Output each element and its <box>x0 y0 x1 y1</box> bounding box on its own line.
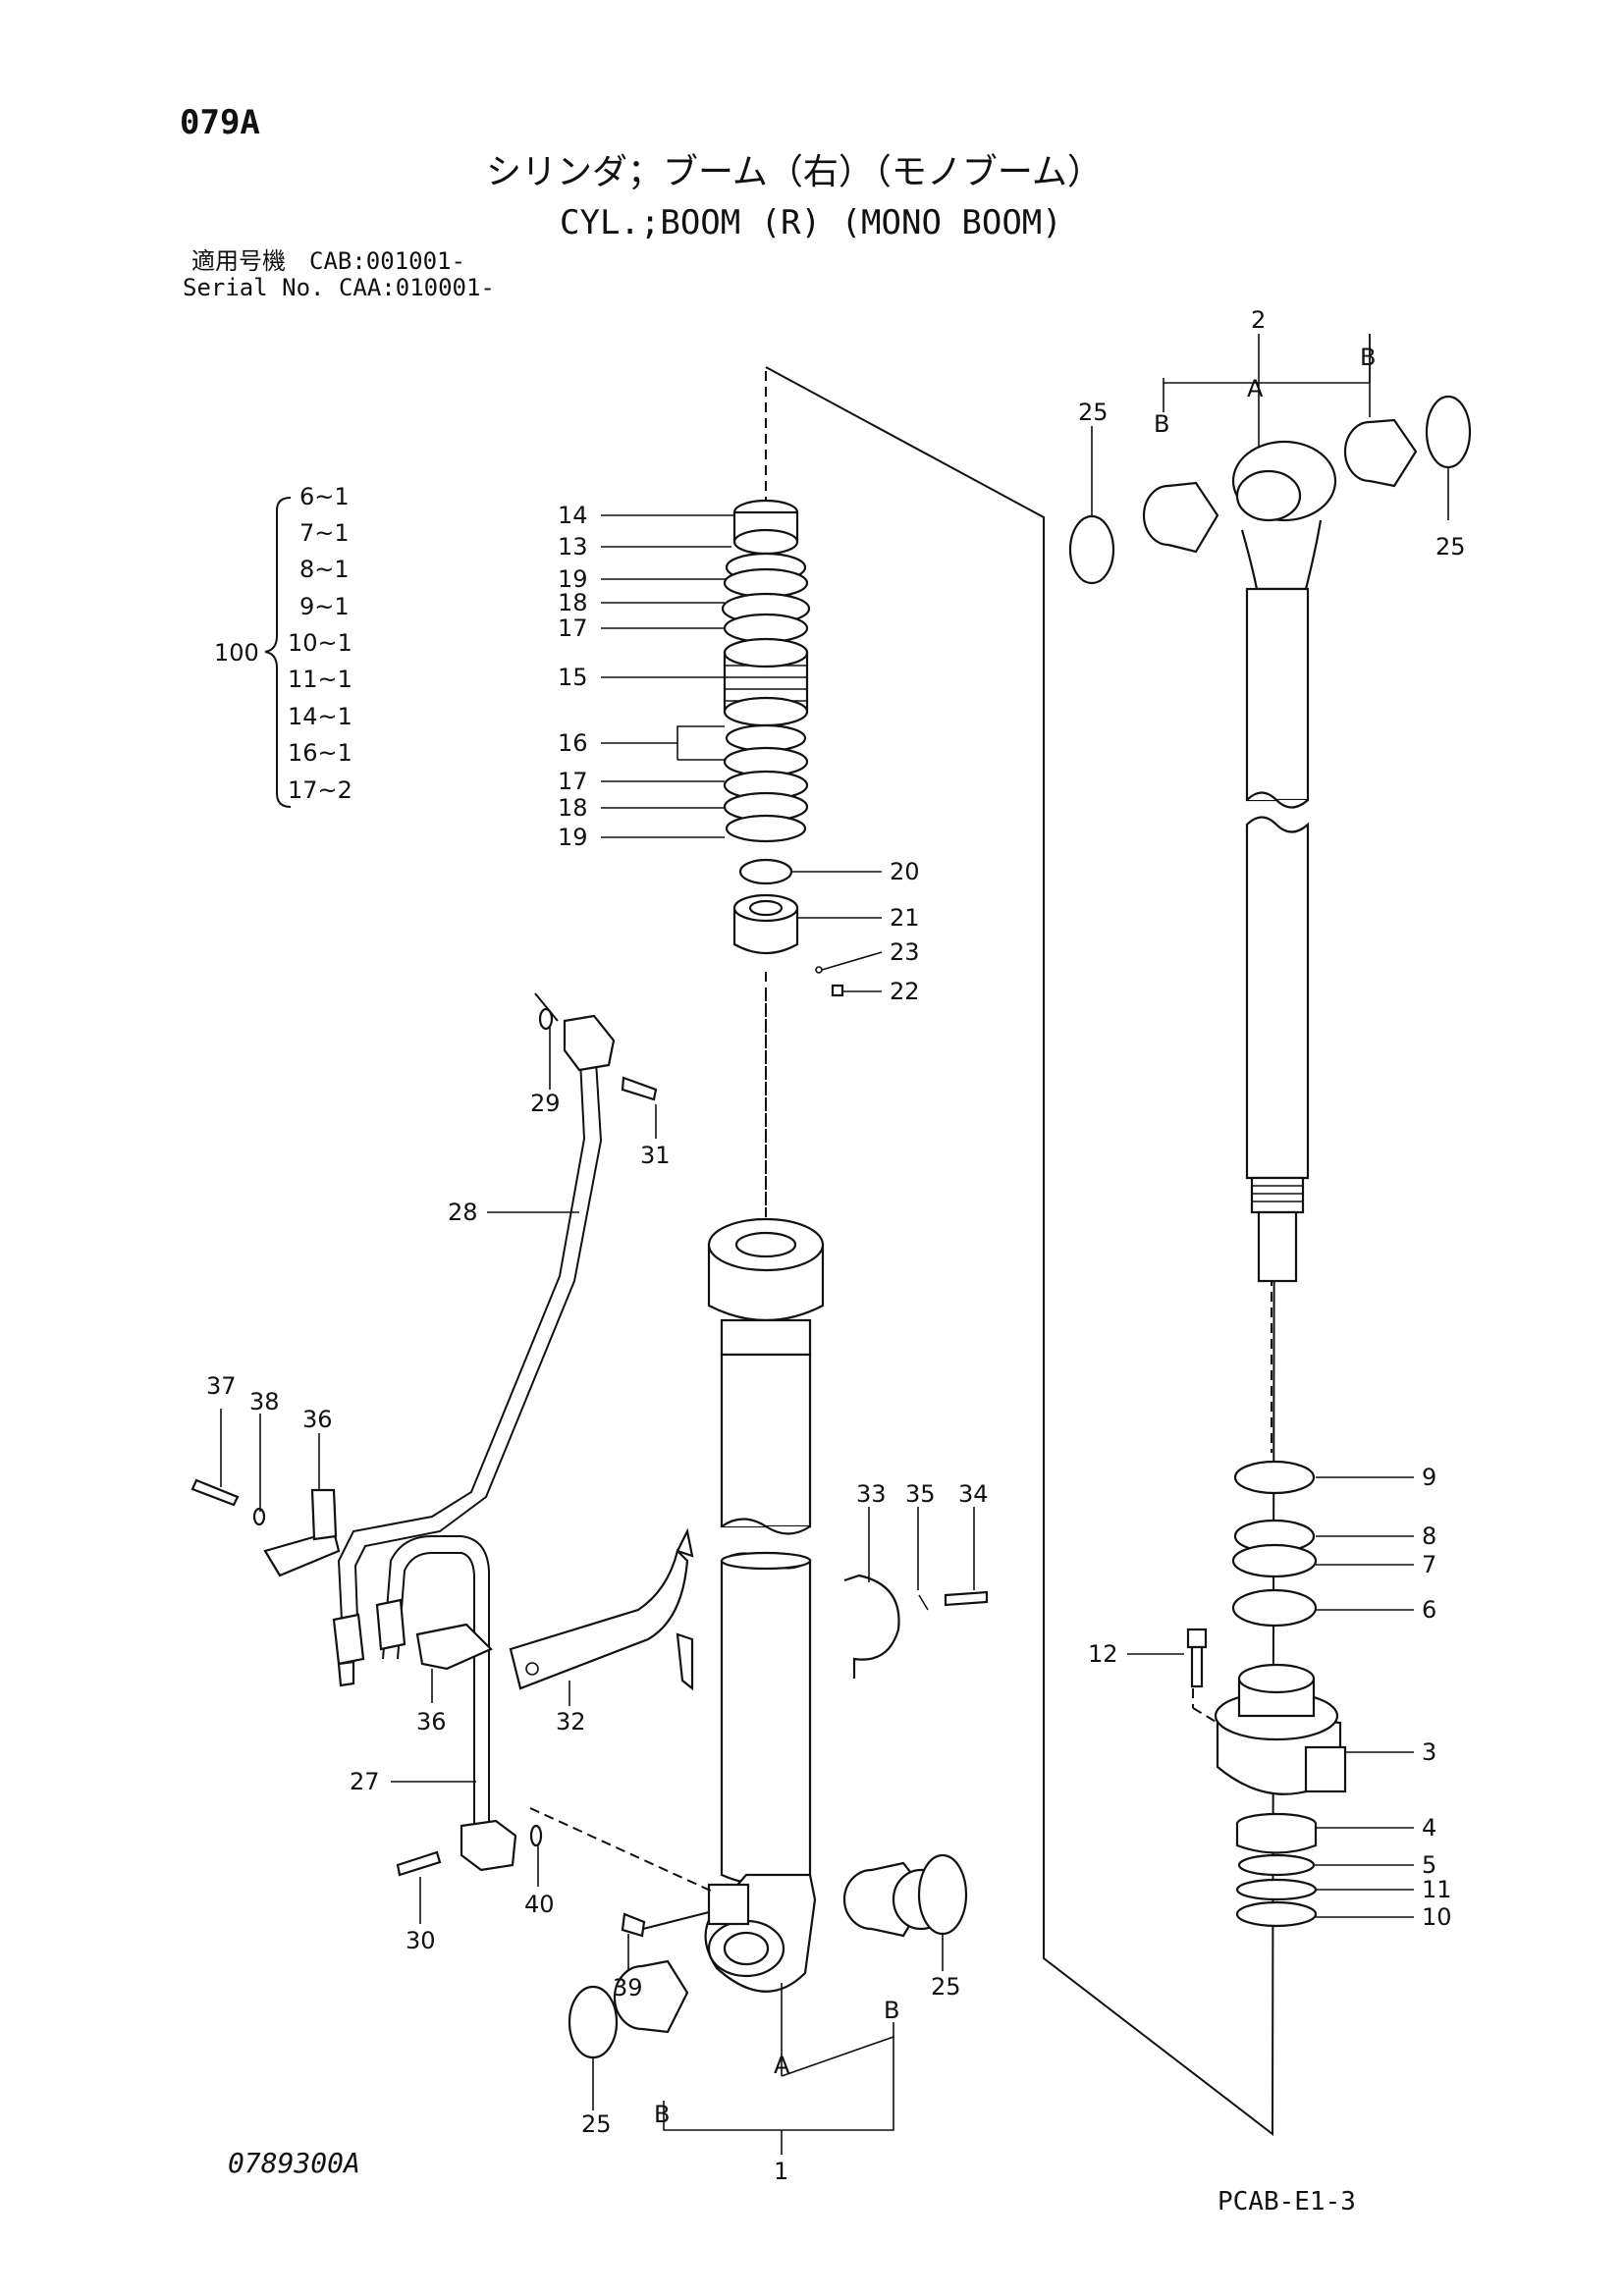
callout-11: 11 <box>1422 1876 1452 1903</box>
label-b: B <box>884 1997 899 2024</box>
bushing-top-right <box>1343 395 1472 488</box>
callout-25: 25 <box>581 2110 612 2138</box>
callout-25: 25 <box>1078 399 1109 426</box>
kit-brace-group: 100 6~1 7~1 8~1 9~1 10~1 11~1 14~1 16~1 … <box>214 483 352 808</box>
callout-15: 15 <box>558 664 588 691</box>
callout-22: 22 <box>890 978 920 1005</box>
pipe-assembly <box>190 992 658 1877</box>
callout-17: 17 <box>558 768 588 795</box>
callout-21: 21 <box>890 904 920 932</box>
callout-3: 3 <box>1422 1738 1436 1766</box>
callout-2: 2 <box>1251 306 1266 334</box>
cylinder-head-stack <box>1186 1460 1347 1928</box>
assembly-frame-line <box>765 366 1275 2137</box>
callout-9: 9 <box>1422 1464 1436 1491</box>
serial-number: Serial No. CAA:010001- <box>183 274 495 301</box>
callout-19: 19 <box>558 824 588 851</box>
serial-applicability: 適用号機 CAB:001001- <box>191 247 465 275</box>
title-english: CYL.;BOOM (R) (MONO BOOM) <box>560 203 1062 242</box>
callout-12: 12 <box>1088 1640 1118 1668</box>
callout-8: 8 <box>1422 1522 1436 1550</box>
callout-4: 4 <box>1422 1814 1436 1842</box>
piston-rod <box>1231 440 1337 1283</box>
callout-29: 29 <box>530 1090 561 1117</box>
callout-31: 31 <box>640 1142 671 1169</box>
bushing-bottom-right <box>842 1853 968 1938</box>
callout-27: 27 <box>350 1768 380 1795</box>
label-b: B <box>654 2101 670 2128</box>
page-reference: PCAB-E1-3 <box>1218 2187 1356 2216</box>
callout-13: 13 <box>558 533 588 561</box>
leader-lines <box>220 334 1449 2155</box>
page-code: 079A <box>180 103 260 142</box>
callout-7: 7 <box>1422 1551 1436 1578</box>
kit-number: 100 <box>214 639 259 667</box>
label-b: B <box>1360 344 1376 371</box>
callout-40: 40 <box>524 1891 555 1918</box>
callout-25: 25 <box>931 1973 961 2001</box>
callout-10: 10 <box>1422 1903 1452 1931</box>
kit-item: 16~1 <box>288 739 352 767</box>
bushing-bottom-left <box>568 1959 689 2059</box>
kit-item: 9~1 <box>299 593 350 620</box>
callout-25: 25 <box>1435 533 1466 561</box>
callout-20: 20 <box>890 858 920 885</box>
callout-16: 16 <box>558 729 588 757</box>
bushing-top-left <box>1068 481 1219 585</box>
kit-item: 7~1 <box>299 519 350 547</box>
callout-30: 30 <box>406 1927 436 1954</box>
callout-35: 35 <box>905 1480 936 1508</box>
callout-38: 38 <box>249 1388 280 1415</box>
callout-1: 1 <box>774 2158 788 2185</box>
bracket-assembly <box>509 1527 989 1691</box>
callout-36: 36 <box>302 1406 333 1433</box>
callout-17: 17 <box>558 614 588 642</box>
kit-item: 17~2 <box>288 776 352 804</box>
label-b: B <box>1154 410 1169 438</box>
kit-item: 6~1 <box>299 483 350 510</box>
callout-labels: 14 13 19 18 17 15 16 17 18 19 20 21 23 2… <box>206 306 1466 2185</box>
callout-28: 28 <box>448 1199 478 1226</box>
callout-6: 6 <box>1422 1596 1436 1624</box>
callout-36: 36 <box>416 1708 447 1735</box>
axis-line <box>1192 1707 1218 1724</box>
kit-item: 11~1 <box>288 666 352 693</box>
label-a: A <box>774 2052 790 2079</box>
callout-37: 37 <box>206 1372 237 1400</box>
callout-19: 19 <box>558 565 588 593</box>
callout-18: 18 <box>558 589 588 616</box>
cylinder-tube <box>621 1217 825 1993</box>
callout-34: 34 <box>958 1480 989 1508</box>
callout-14: 14 <box>558 502 588 529</box>
title-japanese: シリンダ；ブーム（右）（モノブーム） <box>486 152 1103 192</box>
axis-line <box>529 1807 716 1894</box>
callout-32: 32 <box>556 1708 586 1735</box>
label-a: A <box>1247 375 1264 402</box>
kit-item: 10~1 <box>288 629 352 657</box>
callout-33: 33 <box>856 1480 887 1508</box>
kit-item: 14~1 <box>288 703 352 730</box>
callout-39: 39 <box>613 1974 643 2002</box>
callout-18: 18 <box>558 794 588 822</box>
piston-seal-stack <box>721 499 844 997</box>
drawing-code: 0789300A <box>228 2147 360 2179</box>
kit-item: 8~1 <box>299 556 350 583</box>
callout-23: 23 <box>890 938 920 966</box>
callout-5: 5 <box>1422 1851 1436 1879</box>
